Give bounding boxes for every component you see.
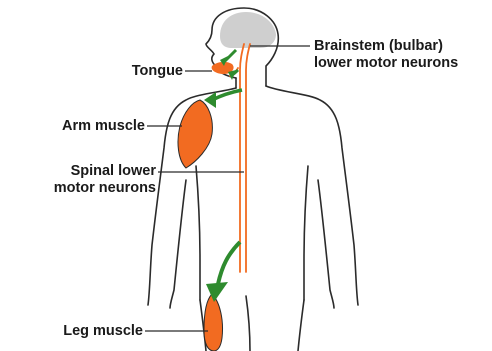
spinal-label-line1: Spinal lower [10, 163, 156, 180]
leader-lines [145, 46, 310, 331]
brainstem-label-line1: Brainstem (bulbar) [314, 38, 458, 55]
left-arm-inner [170, 180, 186, 308]
leg-arrow [206, 242, 240, 302]
leg-muscle-shape [204, 294, 223, 351]
crotch [246, 296, 250, 351]
spinal-label: Spinal lower motor neurons [10, 163, 156, 197]
right-arm-inner [318, 180, 334, 308]
right-torso-side [304, 166, 308, 300]
spinal-label-line2: motor neurons [10, 180, 156, 197]
arm-muscle-label: Arm muscle [35, 118, 145, 135]
arm-muscle-shape [178, 100, 212, 168]
brain-shape [220, 12, 276, 48]
brainstem-label-line2: lower motor neurons [314, 55, 458, 72]
neuron-pathway [230, 44, 250, 272]
brainstem-label: Brainstem (bulbar) lower motor neurons [314, 38, 458, 72]
right-leg [298, 300, 304, 351]
leg-muscle-label: Leg muscle [35, 323, 143, 340]
tongue-label: Tongue [115, 63, 183, 80]
right-shoulder-arm [266, 86, 358, 305]
left-torso-side [196, 166, 200, 300]
